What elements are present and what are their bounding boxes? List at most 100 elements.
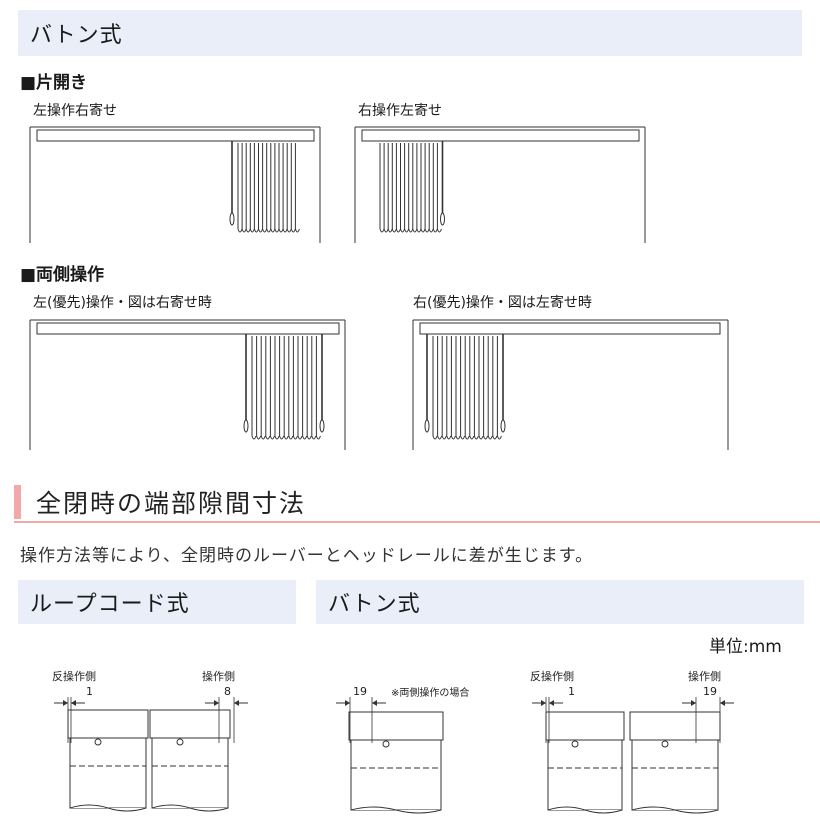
louver-bottom — [283, 435, 289, 440]
baton-both-dim-head-l — [345, 700, 350, 706]
louver-bottom — [437, 435, 443, 440]
louver-bottom — [302, 435, 308, 440]
baton-left-louver — [547, 739, 623, 811]
louver-bottom — [492, 435, 498, 440]
louver-bottom — [294, 228, 300, 233]
louver-bottom — [436, 228, 442, 233]
louver-bottom — [460, 435, 466, 440]
baton-left-hook — [571, 740, 579, 748]
baton-header: バトン式 — [328, 592, 421, 617]
section-accent-bar — [14, 485, 21, 519]
louver-bottom — [245, 228, 251, 233]
baton-handle — [243, 419, 249, 433]
loop-operation-value: 8 — [224, 685, 231, 698]
louver-bottom — [286, 228, 292, 233]
loop-left-break — [69, 804, 147, 812]
loop-cord-header-band: ループコード式 — [18, 580, 296, 624]
loop-cord-header: ループコード式 — [30, 592, 190, 617]
loop-left-rail — [67, 709, 149, 739]
louver-bottom — [315, 435, 321, 440]
louver-bottom — [496, 435, 502, 440]
louver-bottom — [265, 435, 271, 440]
louver-bottom — [478, 435, 484, 440]
loop-right-rail — [149, 709, 231, 739]
louver-bottom — [288, 435, 294, 440]
louver-bottom — [311, 435, 317, 440]
gap-section-note: 操作方法等により、全閉時のルーバーとヘッドレールに差が生じます。 — [20, 546, 594, 566]
baton-both-rail — [348, 711, 444, 741]
loop-operation-label: 操作側 — [202, 670, 235, 683]
louver-bottom — [416, 228, 422, 233]
louver-bottom — [469, 435, 475, 440]
louver-bottom — [424, 228, 430, 233]
louver-bottom — [292, 435, 298, 440]
headrail — [36, 129, 315, 142]
louver-bottom — [450, 435, 456, 440]
louver-bottom — [487, 435, 493, 440]
baton-operation-value: 19 — [703, 685, 717, 698]
louver-bottom — [282, 228, 288, 233]
baton-dim-left-head-r — [549, 700, 554, 706]
louver-bottom — [432, 435, 438, 440]
louver-bottom — [483, 435, 489, 440]
louver-bottom — [464, 435, 470, 440]
loop-dim-left-head-l — [63, 700, 68, 706]
louver-bottom — [269, 435, 275, 440]
loop-right-break — [151, 804, 229, 812]
top-header-title: バトン式 — [30, 23, 123, 48]
louver-bottom — [270, 228, 276, 233]
both-side-left-caption: 左(優先)操作・図は右寄せ時 — [33, 295, 212, 311]
baton-handle — [319, 419, 325, 433]
baton-handle — [440, 212, 445, 226]
louver-bottom — [473, 435, 479, 440]
baton-both-note: ※両側操作の場合 — [391, 688, 470, 699]
baton-both-louver — [350, 739, 442, 811]
baton-dim-right-head-r — [720, 700, 725, 706]
louver-bottom — [237, 228, 243, 233]
louver-bottom — [404, 228, 410, 233]
headrail — [36, 322, 340, 335]
baton-handle — [500, 419, 506, 433]
loop-opposite-value: 1 — [86, 685, 93, 698]
loop-dim-right-head-r — [234, 700, 239, 706]
loop-right-hook — [176, 738, 184, 746]
louver-bottom — [306, 435, 312, 440]
louver-bottom — [266, 228, 272, 233]
louver-bottom — [412, 228, 418, 233]
baton-operation-label: 操作側 — [688, 670, 721, 683]
loop-dim-right-head-l — [214, 700, 219, 706]
louver-bottom — [383, 228, 389, 233]
baton-opposite-label: 反操作側 — [530, 670, 574, 683]
baton-opposite-value: 1 — [568, 685, 575, 698]
louver-bottom — [441, 435, 447, 440]
loop-dim-left-head-r — [71, 700, 76, 706]
louver-bottom — [279, 435, 285, 440]
gap-section-title: 全閉時の端部隙間寸法 — [36, 489, 307, 518]
louver-bottom — [297, 435, 303, 440]
louver-bottom — [290, 228, 296, 233]
headrail — [361, 129, 640, 142]
baton-dim-left-head-l — [541, 700, 546, 706]
both-side-right-caption: 右(優先)操作・図は左寄せ時 — [413, 295, 592, 311]
louver-bottom — [253, 228, 259, 233]
louver-bottom — [391, 228, 397, 233]
louver-bottom — [395, 228, 401, 233]
louver-bottom — [249, 228, 255, 233]
louver-bottom — [262, 228, 268, 233]
louver-bottom — [455, 435, 461, 440]
louver-bottom — [278, 228, 284, 233]
baton-left-break — [547, 806, 623, 814]
louver-bottom — [379, 228, 385, 233]
louver-bottom — [446, 435, 452, 440]
section-divider-line — [14, 521, 820, 523]
louver-bottom — [274, 228, 280, 233]
louver-bottom — [241, 228, 247, 233]
louver-bottom — [387, 228, 393, 233]
headrail — [419, 322, 721, 335]
louver-bottom — [408, 228, 414, 233]
baton-right-hook — [661, 740, 669, 748]
baton-dim-right-head-l — [691, 700, 696, 706]
louver-bottom — [420, 228, 426, 233]
louver-bottom — [258, 228, 263, 233]
